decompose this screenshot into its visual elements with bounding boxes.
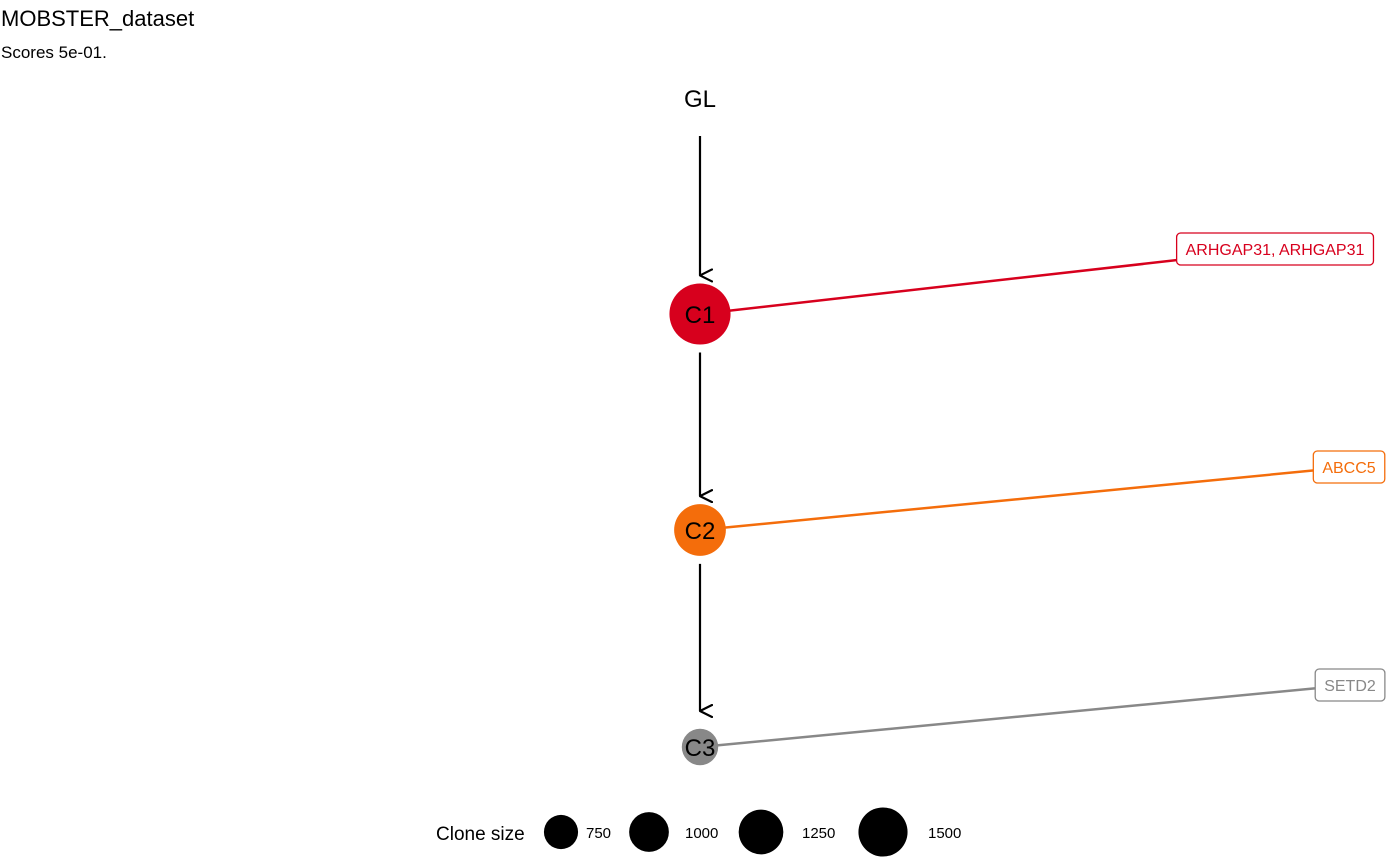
legend-label-1250: 1250 <box>802 825 835 842</box>
node-label-c3: C3 <box>685 735 716 762</box>
legend-circle-1000 <box>629 812 669 852</box>
annotation-text-c3: SETD2 <box>1324 678 1376 695</box>
clone-size-legend: Clone size 750 1000 1250 1500 <box>436 807 961 857</box>
plot-subtitle: Scores 5e-01. <box>1 43 107 62</box>
annotation-line-c3 <box>699 683 1351 749</box>
node-label-c2: C2 <box>685 518 716 545</box>
legend-label-1500: 1500 <box>928 825 961 842</box>
annotation-box-c3 <box>1314 668 1386 702</box>
annotation-label-c2: ABCC5 <box>1312 450 1386 484</box>
plot-title: MOBSTER_dataset <box>1 6 195 31</box>
legend-title: Clone size <box>436 824 525 845</box>
legend-circle-1500 <box>858 807 908 857</box>
node-circle-c3 <box>681 728 719 766</box>
annotation-lines <box>699 247 1351 749</box>
annotation-text-c1: ARHGAP31, ARHGAP31 <box>1186 242 1365 259</box>
legend-label-750: 750 <box>586 825 611 842</box>
node-label-c1: C1 <box>685 302 716 329</box>
annotation-box-c2 <box>1312 450 1386 484</box>
annotation-label-c3: SETD2 <box>1314 668 1386 702</box>
node-label-gl: GL <box>684 86 716 113</box>
node-circle-c2 <box>674 504 726 556</box>
annotation-text-c2: ABCC5 <box>1322 460 1375 477</box>
legend-label-1000: 1000 <box>685 825 718 842</box>
annotation-label-c1: ARHGAP31, ARHGAP31 <box>1175 232 1375 266</box>
legend-circle-1250 <box>738 809 784 855</box>
annotation-line-c2 <box>699 465 1350 532</box>
annotation-box-c1 <box>1175 232 1375 266</box>
node-circle-c1 <box>669 283 731 345</box>
legend-circle-750 <box>543 814 579 850</box>
